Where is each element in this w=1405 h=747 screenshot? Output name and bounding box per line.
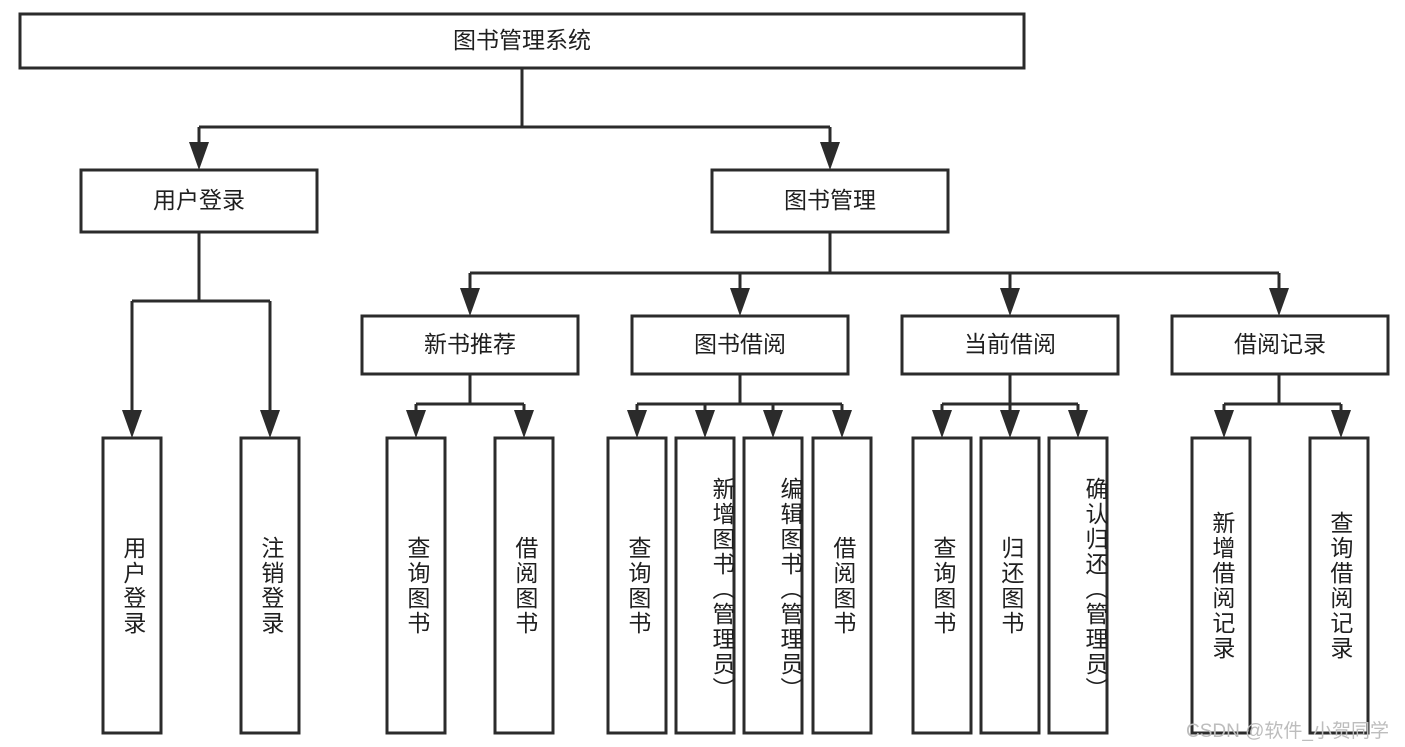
arrow-head-current-leaf-3 [1068, 410, 1088, 438]
arrow-head-leaf-logout [260, 410, 280, 438]
leaf-box-logout[interactable] [239, 436, 301, 735]
arrow-head-current-borrow [1000, 288, 1020, 316]
node-user-login-label: 用户登录 [153, 187, 245, 213]
node-current-borrow[interactable]: 当前借阅 [900, 314, 1120, 376]
leaf-box-recommend-query-book[interactable] [385, 436, 447, 735]
leaf-box-record-query-record[interactable] [1308, 436, 1370, 735]
arrow-head-book-borrow [730, 288, 750, 316]
arrow-head-book-mgmt [820, 142, 840, 170]
arrow-head-borrow-leaf-2 [695, 410, 715, 438]
arrow-head-borrow-leaf-1 [627, 410, 647, 438]
node-root-label: 图书管理系统 [453, 27, 591, 53]
node-user-login-box[interactable] [79, 168, 319, 234]
node-book-borrow[interactable]: 图书借阅 [630, 314, 850, 376]
node-book-borrow-label: 图书借阅 [694, 331, 786, 357]
node-book-borrow-box[interactable] [630, 314, 850, 376]
arrow-head-borrow-leaf-4 [832, 410, 852, 438]
arrow-head-leaf-user-login [122, 410, 142, 438]
watermark-text: CSDN @软件_小贺同学 [1186, 721, 1389, 742]
leaf-box-user-login[interactable] [101, 436, 163, 735]
node-new-book-recommend-label: 新书推荐 [424, 331, 516, 357]
node-new-book-recommend[interactable]: 新书推荐 [360, 314, 580, 376]
leaf-box-borrow-borrow-book[interactable] [811, 436, 873, 735]
arrow-head-borrow-leaf-3 [763, 410, 783, 438]
node-user-login[interactable]: 用户登录 [79, 168, 319, 234]
node-borrow-record[interactable]: 借阅记录 [1170, 314, 1390, 376]
arrow-head-recommend-leaf-1 [406, 410, 426, 438]
leaf-box-current-return-book[interactable] [979, 436, 1041, 735]
leaf-box-current-confirm-return-admin[interactable] [1047, 436, 1109, 735]
node-root-box[interactable] [18, 12, 1026, 70]
node-current-borrow-label: 当前借阅 [964, 331, 1056, 357]
node-new-book-recommend-box[interactable] [360, 314, 580, 376]
node-book-management-label: 图书管理 [784, 187, 876, 213]
node-book-management[interactable]: 图书管理 [710, 168, 950, 234]
node-borrow-record-box[interactable] [1170, 314, 1390, 376]
node-root[interactable]: 图书管理系统 [18, 12, 1026, 70]
leaf-box-recommend-borrow-book[interactable] [493, 436, 555, 735]
leaf-box-borrow-add-book-admin[interactable] [674, 436, 736, 735]
leaf-box-borrow-edit-book-admin[interactable] [742, 436, 804, 735]
arrow-head-record-leaf-2 [1331, 410, 1351, 438]
arrow-head-new-book-recommend [460, 288, 480, 316]
arrow-head-current-leaf-2 [1000, 410, 1020, 438]
leaf-box-borrow-query-book[interactable] [606, 436, 668, 735]
arrow-head-record-leaf-1 [1214, 410, 1234, 438]
node-current-borrow-box[interactable] [900, 314, 1120, 376]
arrow-head-recommend-leaf-2 [514, 410, 534, 438]
leaf-box-current-query-book[interactable] [911, 436, 973, 735]
node-book-management-box[interactable] [710, 168, 950, 234]
arrow-head-user-login [189, 142, 209, 170]
arrow-head-borrow-record [1269, 288, 1289, 316]
node-borrow-record-label: 借阅记录 [1234, 331, 1326, 357]
arrow-head-current-leaf-1 [932, 410, 952, 438]
leaf-box-record-add-record[interactable] [1190, 436, 1252, 735]
